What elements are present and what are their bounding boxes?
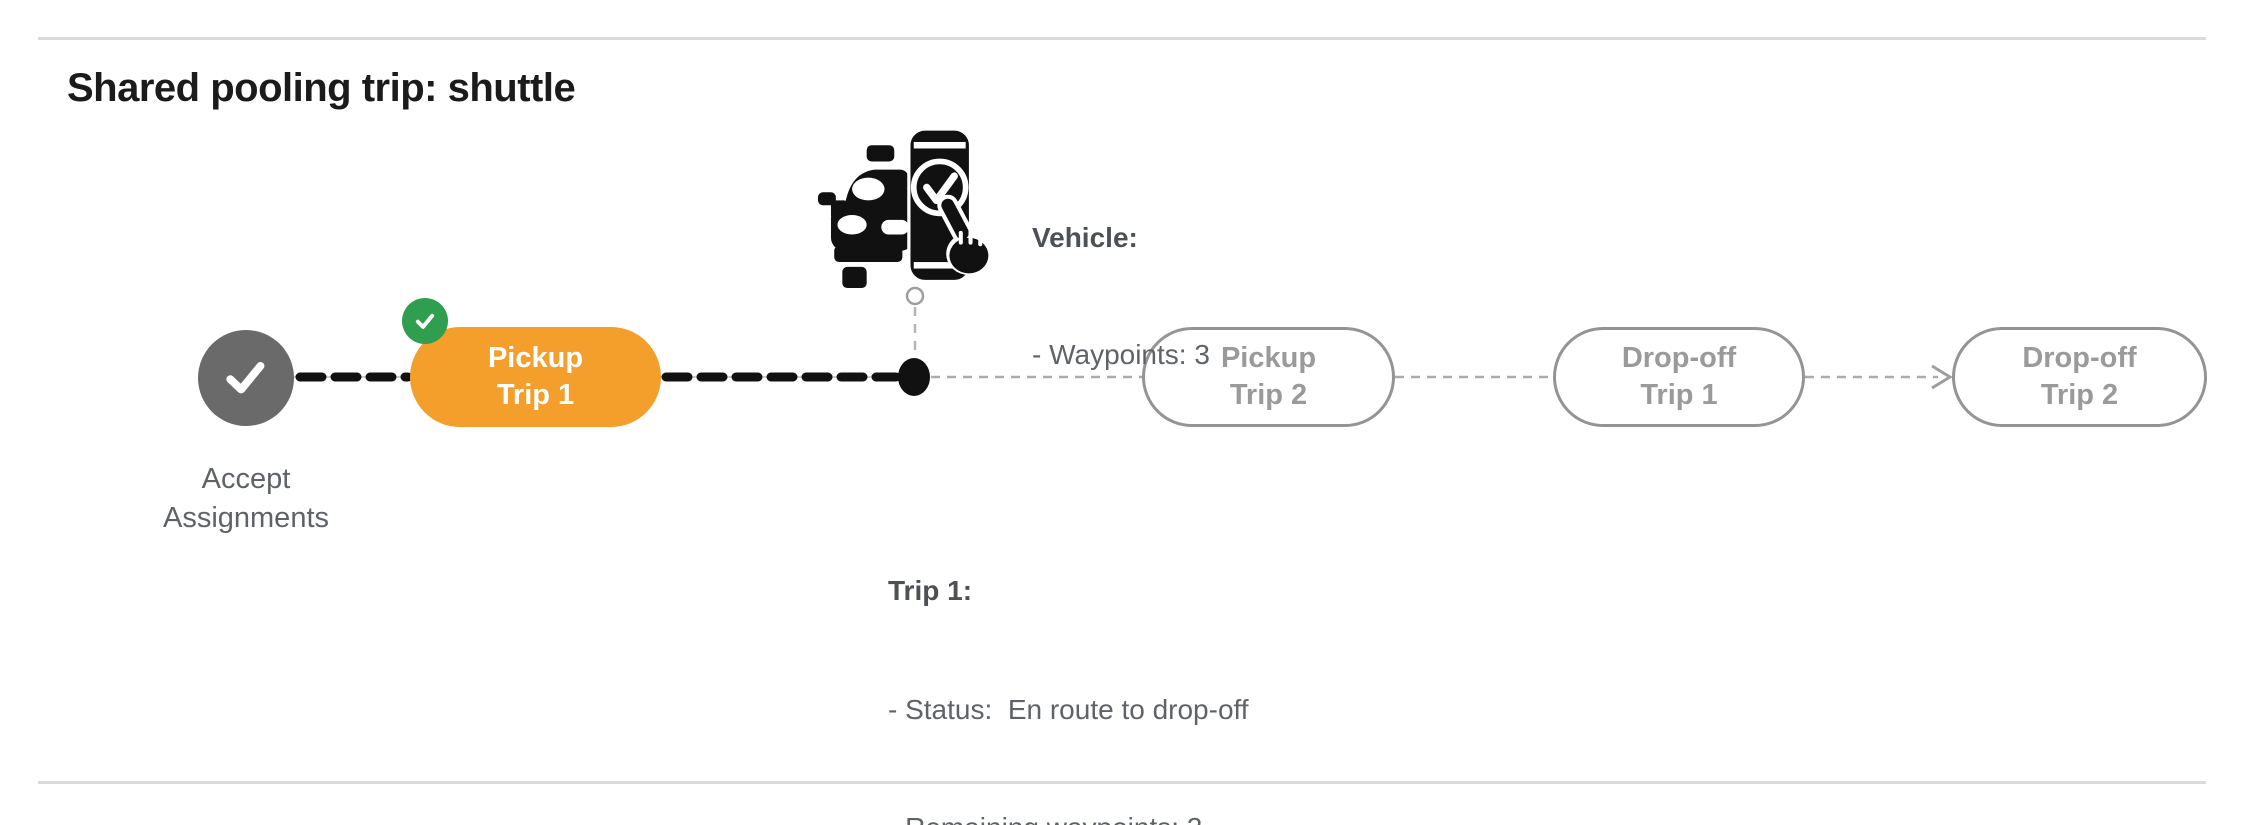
vehicle-check-icon: [818, 126, 992, 309]
step-pickup-trip-1[interactable]: Pickup Trip 1: [410, 327, 661, 427]
check-icon: [226, 361, 265, 394]
step-label-line2: Trip 1: [1640, 379, 1718, 411]
step-pickup-trip-2[interactable]: Pickup Trip 2: [1142, 327, 1395, 427]
accept-label-line2: Assignments: [162, 502, 329, 534]
trip1-waypoints-line: - Remaining waypoints: 2: [888, 808, 1249, 825]
vehicle-stem-circle: [905, 286, 925, 306]
accept-assignments-node[interactable]: [198, 330, 294, 426]
vehicle-info-block: Vehicle: - Waypoints: 3: [1032, 140, 1210, 452]
page-title: Shared pooling trip: shuttle: [67, 66, 576, 110]
bottom-divider: [38, 781, 2206, 784]
step-label-line2: Trip 2: [1229, 379, 1308, 411]
step-dropoff-trip-2[interactable]: Drop-off Trip 2: [1952, 327, 2207, 427]
accept-assignments-label: Accept Assignments: [86, 460, 406, 538]
trip1-status-line: - Status: En route to drop-off: [888, 693, 1249, 725]
trip1-title: Trip 1:: [888, 575, 973, 606]
arrowhead-icon: [1931, 364, 1953, 390]
step-label-line2: Trip 2: [2040, 379, 2119, 411]
top-divider: [38, 37, 2206, 40]
trip-status-block: Trip 1: - Status: En route to drop-off -…: [888, 492, 1249, 825]
vehicle-info-title: Vehicle:: [1032, 222, 1138, 253]
step-label-line1: Drop-off: [1621, 342, 1737, 374]
step-dropoff-trip-1[interactable]: Drop-off Trip 1: [1553, 327, 1805, 427]
check-icon: [415, 313, 435, 329]
vehicle-position-dot: [898, 358, 930, 396]
vehicle-waypoints-line: - Waypoints: 3: [1032, 339, 1210, 370]
step-label-line1: Drop-off: [2022, 342, 2137, 374]
accept-label-line1: Accept: [201, 463, 291, 495]
step-label-line1: Pickup: [1220, 342, 1317, 374]
step-label-line2: Trip 1: [496, 379, 575, 411]
completed-check-badge: [402, 298, 448, 344]
step-label-line1: Pickup: [487, 342, 584, 374]
